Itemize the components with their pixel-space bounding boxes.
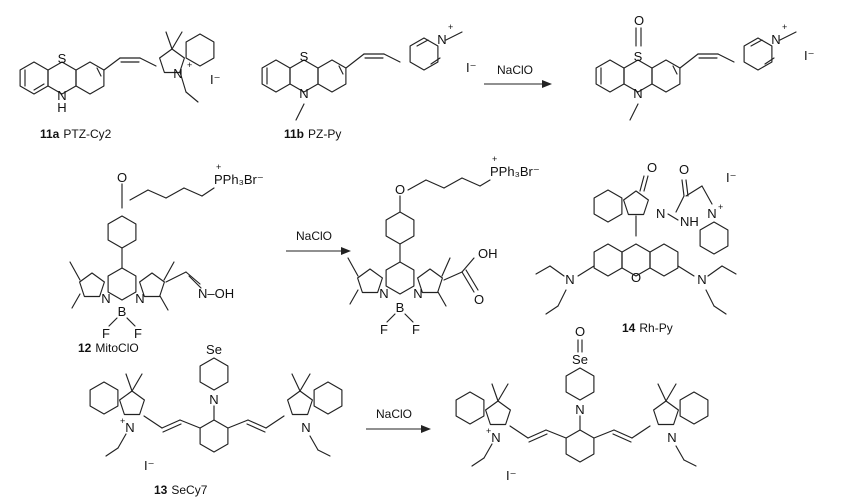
reaction-arrow-1: NaClO <box>484 63 552 88</box>
atom-label: N <box>173 66 182 81</box>
atom-label: PPh₃Br⁻ <box>490 164 540 179</box>
atom-label: N <box>125 420 134 435</box>
reagent-label: NaClO <box>296 229 332 243</box>
atom-label: O <box>117 170 127 185</box>
atom-label: N <box>379 286 388 301</box>
atom-label: O <box>679 162 689 177</box>
charge-label: + <box>486 426 491 436</box>
atom-label: N <box>101 291 110 306</box>
reaction-arrow-3: NaClO <box>366 407 431 433</box>
molecule-13-secy7: N + I⁻ N Se N <box>89 342 343 473</box>
atom-label: OH <box>478 246 498 261</box>
charge-label: + <box>492 154 497 164</box>
reagent-label: NaClO <box>497 63 533 77</box>
atom-label: O <box>634 13 644 28</box>
counter-ion-label: I⁻ <box>144 458 154 473</box>
atom-label: N <box>299 86 308 101</box>
counter-ion-label: I⁻ <box>466 60 476 75</box>
atom-label: O <box>575 324 585 339</box>
atom-label: H <box>57 100 66 115</box>
atom-label: S <box>634 49 643 64</box>
molecule-oxidized-pz-py: O S N N + I⁻ <box>595 13 814 121</box>
atom-label: Se <box>206 342 222 357</box>
counter-ion-label: I⁻ <box>210 72 220 87</box>
atom-label: N <box>491 430 500 445</box>
atom-label: S <box>58 51 67 66</box>
reagent-label: NaClO <box>376 407 412 421</box>
molecule-12-mitoclo: PPh₃Br⁻ + O N–OH N N B F F <box>69 162 264 341</box>
atom-label: O <box>395 182 405 197</box>
atom-label: N <box>771 32 780 47</box>
atom-label: F <box>380 322 388 337</box>
charge-label: + <box>216 162 221 172</box>
atom-label: N <box>301 420 310 435</box>
molecule-11a-ptz-cy2: S N H N + I⁻ <box>19 31 220 115</box>
charge-label: + <box>187 60 192 70</box>
atom-label: N <box>656 206 665 221</box>
charge-label: + <box>782 22 787 32</box>
atom-label: F <box>412 322 420 337</box>
atom-label: Se <box>572 352 588 367</box>
counter-ion-label: I⁻ <box>726 170 736 185</box>
atom-label: O <box>631 270 641 285</box>
atom-label: N–OH <box>198 286 234 301</box>
atom-label: N <box>707 206 716 221</box>
atom-label: S <box>300 49 309 64</box>
reaction-arrow-2: NaClO <box>286 229 351 255</box>
atom-label: N <box>633 86 642 101</box>
atom-label: N <box>57 88 66 103</box>
counter-ion-label: I⁻ <box>804 48 814 63</box>
charge-label: + <box>448 22 453 32</box>
atom-label: N <box>667 430 676 445</box>
atom-label: PPh₃Br⁻ <box>214 172 264 187</box>
atom-label: N <box>413 286 422 301</box>
atom-label: F <box>134 326 142 341</box>
atom-label: NH <box>680 214 699 229</box>
molecule-14-rh-py: O N NH O N + I⁻ O N N <box>535 160 737 315</box>
atom-label: N <box>437 32 446 47</box>
atom-label: N <box>575 402 584 417</box>
molecule-11b-pz-py: S N N + I⁻ <box>261 22 476 121</box>
charge-label: + <box>120 416 125 426</box>
charge-label: + <box>718 202 723 212</box>
counter-ion-label: I⁻ <box>506 468 516 483</box>
atom-label: N <box>565 272 574 287</box>
molecule-oxidized-secy7: N + I⁻ N Se O N <box>455 324 709 483</box>
atom-label: O <box>647 160 657 175</box>
atom-label: N <box>209 392 218 407</box>
atom-label: F <box>102 326 110 341</box>
molecule-oxidized-bodipy-acid: PPh₃Br⁻ + O OH O N N B F F <box>347 154 540 337</box>
atom-label: O <box>474 292 484 307</box>
atom-label: N <box>135 291 144 306</box>
atom-label: B <box>118 304 127 319</box>
atom-label: N <box>697 272 706 287</box>
atom-label: B <box>396 300 405 315</box>
